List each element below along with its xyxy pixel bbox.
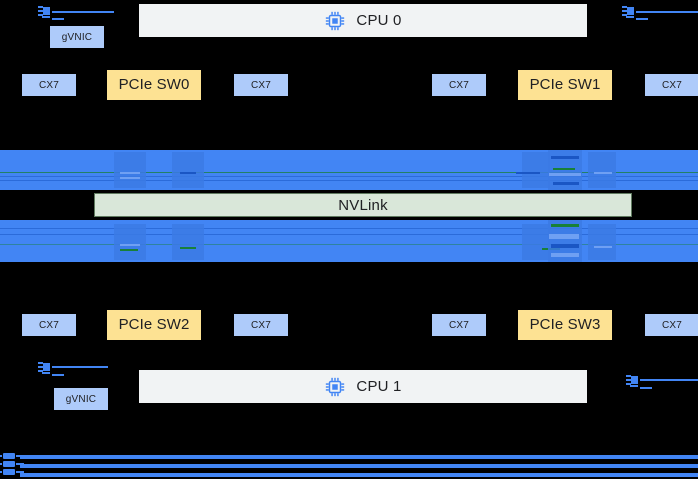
gvnic-link-bottom-left — [52, 366, 108, 368]
cx7-box-4[interactable]: CX7 — [22, 314, 76, 336]
gpu-detail-green — [180, 247, 196, 249]
pcie-sw1-box[interactable]: PCIe SW1 — [518, 70, 612, 100]
cx7-box-7[interactable]: CX7 — [645, 314, 698, 336]
gpu-detail-green — [553, 168, 575, 170]
gvnic-box-top[interactable]: gVNIC — [50, 26, 104, 48]
gpu-block — [588, 224, 616, 260]
gpu-block — [522, 152, 550, 188]
gpu-block — [114, 224, 146, 260]
gpu-detail — [549, 173, 581, 176]
cx7-label: CX7 — [448, 79, 470, 91]
nvlink-label: NVLink — [338, 196, 388, 214]
cpu-1-box[interactable]: CPU 1 — [139, 370, 587, 403]
pcie-sw3-box[interactable]: PCIe SW3 — [518, 310, 612, 340]
gpu-detail-green — [120, 249, 138, 251]
gvnic-label: gVNIC — [65, 393, 97, 405]
gpu-block — [522, 224, 550, 260]
cx7-box-2[interactable]: CX7 — [432, 74, 486, 96]
pcie-sw-label: PCIe SW0 — [118, 75, 190, 93]
cx7-label: CX7 — [38, 79, 60, 91]
gpu-block — [588, 152, 616, 188]
cpu-1-label: CPU 1 — [356, 378, 402, 395]
pcie-sw-label: PCIe SW1 — [529, 75, 601, 93]
gpu-detail — [180, 172, 196, 174]
gvnic-link-top-right — [636, 11, 698, 13]
pcie-trace-blue-2 — [0, 234, 698, 235]
gpu-block — [172, 152, 204, 188]
gvnic-link-bottom-right — [640, 379, 698, 381]
gvnic-link-top-right-lower — [636, 18, 648, 20]
cx7-label: CX7 — [661, 319, 683, 331]
nvlink-bar[interactable]: NVLink — [94, 193, 632, 217]
pcie-sw-label: PCIe SW3 — [529, 315, 601, 333]
gvnic-link-bottom-left-lower — [52, 374, 64, 376]
nic-icon — [38, 5, 52, 21]
pcie-sw0-box[interactable]: PCIe SW0 — [107, 70, 201, 100]
gpu-detail — [553, 182, 579, 185]
chip-icon — [324, 10, 346, 32]
gvnic-link-top-left — [52, 11, 114, 13]
gpu-detail-green — [551, 224, 579, 227]
cx7-label: CX7 — [250, 79, 272, 91]
pcie-trace-blue — [0, 228, 698, 229]
network-bus-line-bottom — [20, 473, 698, 477]
cx7-box-6[interactable]: CX7 — [432, 314, 486, 336]
gpu-detail — [120, 177, 140, 179]
network-bus-line-top — [20, 455, 698, 459]
cx7-box-3[interactable]: CX7 — [645, 74, 698, 96]
server-icon — [0, 452, 24, 478]
gvnic-box-bottom[interactable]: gVNIC — [54, 388, 108, 410]
cx7-box-0[interactable]: CX7 — [22, 74, 76, 96]
cpu-0-label: CPU 0 — [356, 12, 402, 29]
gpu-detail — [516, 172, 540, 174]
nic-icon — [622, 5, 636, 21]
pcie-trace-blue — [0, 176, 698, 177]
gvnic-link-bottom-right-lower — [640, 387, 652, 389]
gpu-band-upper — [0, 150, 698, 190]
cx7-label: CX7 — [250, 319, 272, 331]
cx7-box-1[interactable]: CX7 — [234, 74, 288, 96]
chip-icon — [324, 376, 346, 398]
nvlink-trace-green — [0, 244, 698, 245]
gvnic-link-top-left-lower — [52, 18, 64, 20]
gpu-detail — [594, 246, 612, 248]
cpu-0-box[interactable]: CPU 0 — [139, 4, 587, 37]
gpu-detail — [549, 234, 579, 239]
cx7-label: CX7 — [38, 319, 60, 331]
gpu-detail — [551, 253, 579, 257]
cx7-label: CX7 — [661, 79, 683, 91]
gvnic-label: gVNIC — [61, 31, 93, 43]
pcie-sw-label: PCIe SW2 — [118, 315, 190, 333]
nic-icon — [38, 361, 52, 377]
gpu-detail — [551, 156, 579, 159]
gpu-detail — [594, 172, 612, 174]
nic-icon — [626, 374, 640, 390]
gpu-detail — [120, 244, 140, 246]
cx7-label: CX7 — [448, 319, 470, 331]
cx7-box-5[interactable]: CX7 — [234, 314, 288, 336]
pcie-sw2-box[interactable]: PCIe SW2 — [107, 310, 201, 340]
gpu-block — [114, 152, 146, 188]
pcie-trace-blue-2 — [0, 180, 698, 181]
gpu-detail — [120, 172, 140, 174]
nvlink-trace-green — [0, 172, 698, 173]
gpu-detail — [551, 244, 579, 248]
network-bus-line-middle — [20, 464, 698, 468]
gpu-block — [172, 224, 204, 260]
gpu-band-lower — [0, 220, 698, 262]
